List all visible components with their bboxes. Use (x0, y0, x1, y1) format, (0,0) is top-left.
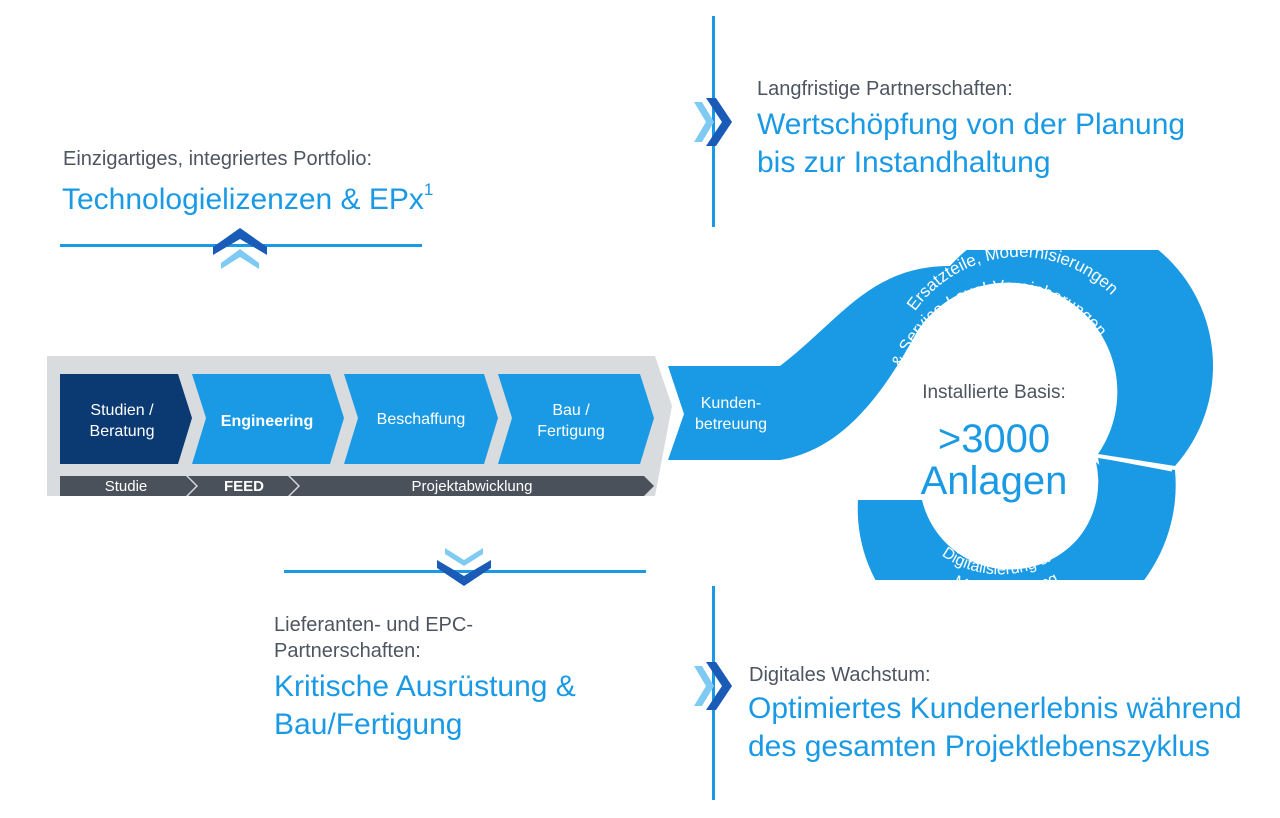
double-chevron-up-icon (213, 228, 267, 269)
portfolio-divider (60, 244, 422, 247)
digital-vertical-line (712, 586, 715, 800)
supplier-title-line1: Kritische Ausrüstung & (274, 670, 576, 703)
partnership-title-line1: Wertschöpfung von der Planung (757, 108, 1186, 141)
step-2-label: Engineering (221, 413, 313, 430)
portfolio-title: Technologielizenzen & EPx1 (62, 180, 434, 216)
step-1-line2: Beratung (90, 423, 155, 440)
digital-subtitle: Digitales Wachstum: (749, 664, 931, 686)
loop-upper-band (780, 250, 1214, 466)
phase-label-feed: FEED (224, 478, 264, 495)
phase-label-projektabwicklung: Projektabwicklung (412, 478, 533, 495)
loop-separator (1097, 454, 1173, 472)
supplier-divider (284, 570, 646, 573)
footnote-superscript: 1 (423, 180, 434, 199)
partnership-title-line2: bis zur Instandhaltung (757, 146, 1051, 179)
supplier-subtitle-line2: Partnerschaften: (274, 640, 421, 662)
digital-title-line2: des gesamten Projektlebenszyklus (748, 730, 1210, 763)
step-3-label: Beschaffung (377, 411, 466, 428)
step-5-line1: Kunden- (701, 395, 762, 412)
step-5-line2: betreuung (695, 416, 767, 433)
double-chevron-down-icon (437, 548, 491, 586)
step-engineering (192, 374, 344, 464)
step-4-line1: Bau / (552, 402, 590, 419)
portfolio-subtitle: Einzigartiges, integriertes Portfolio: (63, 148, 373, 170)
step-bau-fertigung (498, 374, 654, 464)
installed-base-value: >3000 (938, 417, 1050, 461)
process-diagram: Studien / Beratung Engineering Beschaffu… (47, 250, 1214, 580)
phase-projektabwicklung (290, 476, 654, 496)
partnership-subtitle: Langfristige Partnerschaften: (757, 78, 1013, 100)
phase-label-studie: Studie (105, 478, 148, 495)
phase-feed (188, 476, 298, 496)
double-chevron-right-icon-2 (694, 662, 732, 710)
phase-studie (60, 476, 196, 496)
step-4-line2: Fertigung (537, 423, 605, 440)
supplier-title-line2: Bau/Fertigung (274, 708, 463, 741)
digital-title-line1: Optimiertes Kundenerlebnis während (748, 692, 1242, 725)
installed-base-unit: Anlagen (921, 459, 1068, 503)
step-beschaffung (344, 374, 498, 464)
loop-lower-fill (857, 462, 1160, 580)
step-kundenbetreuung (668, 366, 796, 460)
supplier-subtitle-line1: Lieferanten- und EPC- (274, 614, 474, 636)
step-1-line1: Studien / (90, 402, 154, 419)
installed-base-label: Installierte Basis: (922, 382, 1066, 403)
double-chevron-right-icon (694, 98, 732, 146)
step-studien-beratung (60, 374, 192, 464)
